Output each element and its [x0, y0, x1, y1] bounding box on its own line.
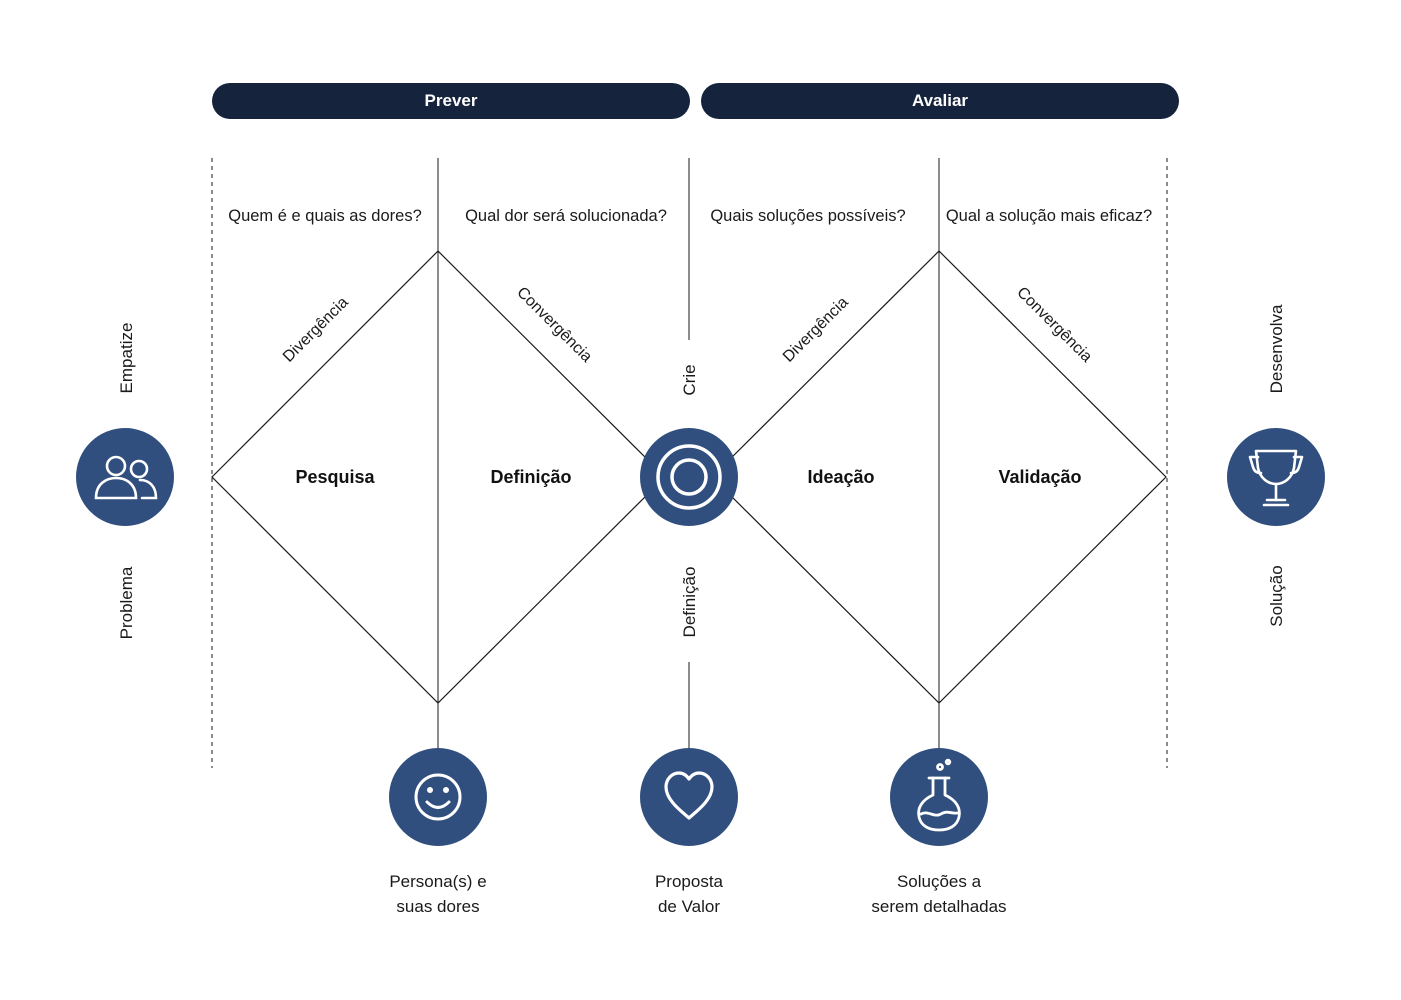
- prever-label: Prever: [425, 91, 478, 110]
- avaliar-label: Avaliar: [912, 91, 968, 110]
- empatize-label: Empatize: [117, 323, 136, 394]
- value-proposition-node: [640, 748, 738, 846]
- heart-icon: [664, 771, 714, 820]
- divergencia-label-1: Divergência: [280, 294, 352, 366]
- phase-ideacao: Ideação: [807, 467, 874, 487]
- convergencia-label-1: Convergência: [513, 284, 595, 366]
- proposta-caption-line2: de Valor: [658, 897, 720, 916]
- problem-circle: [76, 428, 174, 526]
- target-icon: [656, 444, 722, 510]
- trophy-icon: [1248, 449, 1304, 507]
- prever-pill: [212, 83, 690, 119]
- persona-caption-line1: Persona(s) e: [389, 872, 486, 891]
- persona-caption-line2: suas dores: [396, 897, 479, 916]
- divergencia-label-2: Divergência: [780, 294, 852, 366]
- solution-circle: [1227, 428, 1325, 526]
- problema-label: Problema: [117, 566, 136, 639]
- people-icon: [94, 455, 158, 500]
- phase-definicao: Definição: [490, 467, 571, 487]
- persona-node: [389, 748, 487, 846]
- prever-header: Prever: [212, 83, 690, 119]
- avaliar-pill: [701, 83, 1179, 119]
- value-circle: [640, 748, 738, 846]
- solucoes-caption-line1: Soluções a: [897, 872, 982, 891]
- center-circle: [640, 428, 738, 526]
- center-node: [640, 428, 738, 526]
- question-4: Qual a solução mais eficaz?: [946, 207, 1152, 225]
- solution-node: [1227, 428, 1325, 526]
- avaliar-header: Avaliar: [701, 83, 1179, 119]
- solucoes-caption-line2: serem detalhadas: [871, 897, 1006, 916]
- flask-icon: [917, 758, 961, 832]
- phase-pesquisa: Pesquisa: [295, 467, 375, 487]
- persona-circle: [389, 748, 487, 846]
- smiley-icon: [414, 773, 462, 821]
- proposta-caption-line1: Proposta: [655, 872, 724, 891]
- desenvolva-label: Desenvolva: [1267, 304, 1286, 393]
- crie-label: Crie: [680, 364, 699, 395]
- solutions-node: [890, 748, 988, 846]
- center-definicao-label: Definição: [680, 567, 699, 638]
- problem-node: [76, 428, 174, 526]
- question-3: Quais soluções possíveis?: [710, 207, 905, 225]
- question-1: Quem é e quais as dores?: [228, 207, 422, 225]
- second-diamond: [711, 250, 1167, 704]
- phase-validacao: Validação: [998, 467, 1081, 487]
- convergencia-label-2: Convergência: [1013, 284, 1095, 366]
- solutions-circle: [890, 748, 988, 846]
- solucao-label: Solução: [1267, 565, 1286, 626]
- question-2: Qual dor será solucionada?: [465, 207, 667, 225]
